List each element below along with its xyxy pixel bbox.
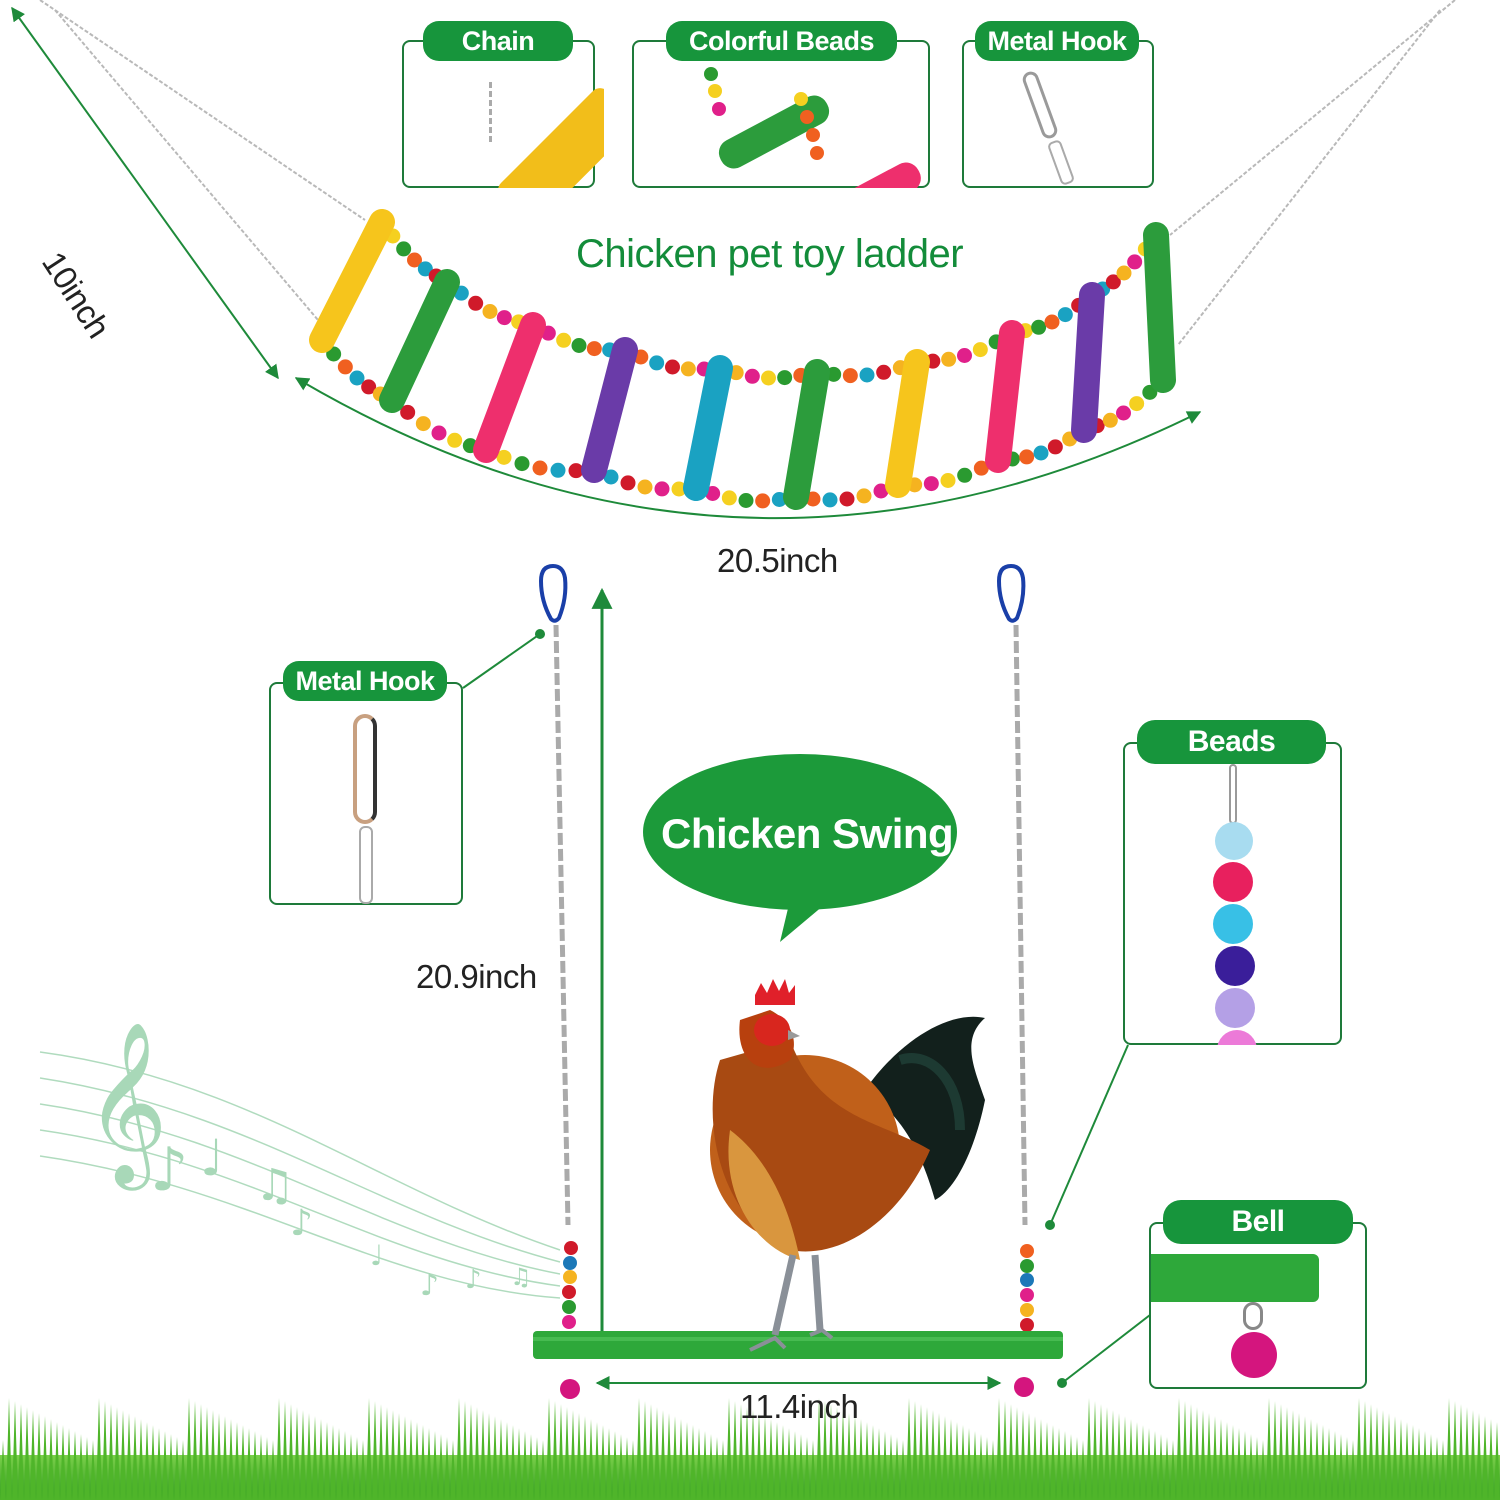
callout-chain (402, 40, 604, 188)
bell-icon-right (1014, 1377, 1034, 1397)
chain-thumbnail (464, 82, 604, 188)
svg-text:♩: ♩ (370, 1239, 383, 1272)
music-note-icons: ♪ ♩ ♫ ♪ ♩ ♪ ♪ ♫ (150, 1129, 532, 1303)
callout-colorful-beads (632, 40, 930, 188)
tag-colorful-beads: Colorful Beads (666, 21, 897, 61)
beads-thumbnail (1213, 764, 1257, 1045)
carabiner-icon-right (996, 563, 1026, 623)
tag-bell: Bell (1163, 1200, 1353, 1244)
metal-hook-swing-thumbnail (349, 714, 389, 904)
height-dimension-arrow (11, 6, 279, 380)
ladder-width-label: 20.5inch (717, 542, 838, 579)
svg-text:♪: ♪ (290, 1203, 313, 1244)
tag-metal-hook-ladder: Metal Hook (975, 21, 1139, 61)
svg-text:♫: ♫ (510, 1263, 532, 1291)
swing-beads-left (562, 1241, 578, 1329)
width-dimension-arrow (294, 377, 1202, 520)
tag-metal-hook-swing: Metal Hook (283, 661, 447, 701)
callout-beads (1123, 742, 1342, 1045)
swing-perch (533, 1331, 1063, 1359)
carabiner-icon-left (538, 563, 568, 623)
swing-beads-right (1020, 1244, 1034, 1332)
callout-metal-hook-ladder (962, 40, 1154, 188)
ladder-height-label: 10inch (34, 245, 118, 345)
metal-hook-thumbnail (1020, 69, 1084, 190)
bell-icon-left (560, 1379, 580, 1399)
svg-text:♩: ♩ (200, 1129, 224, 1187)
svg-text:♪: ♪ (420, 1268, 439, 1303)
colorful-beads-thumbnail (694, 62, 924, 188)
bell-thumbnail (1151, 1254, 1367, 1389)
swing-title: Chicken Swing (661, 810, 954, 857)
callout-metal-hook-swing (269, 682, 463, 905)
swing-chain-right (1013, 624, 1028, 1226)
callout-bell (1149, 1222, 1367, 1389)
svg-text:♪: ♪ (150, 1135, 188, 1205)
music-notes-decoration (39, 1051, 561, 1299)
rooster-image (710, 979, 985, 1352)
treble-clef-icon: 𝄞 (85, 1021, 168, 1191)
svg-text:♫: ♫ (255, 1160, 294, 1211)
ladder-title: Chicken pet toy ladder (576, 232, 964, 276)
tag-chain: Chain (423, 21, 573, 61)
swing-chain-left (553, 624, 571, 1226)
svg-text:♪: ♪ (465, 1265, 482, 1295)
swing-height-label: 20.9inch (416, 958, 537, 995)
swing-width-label: 11.4inch (740, 1388, 859, 1425)
tag-beads: Beads (1137, 720, 1326, 764)
